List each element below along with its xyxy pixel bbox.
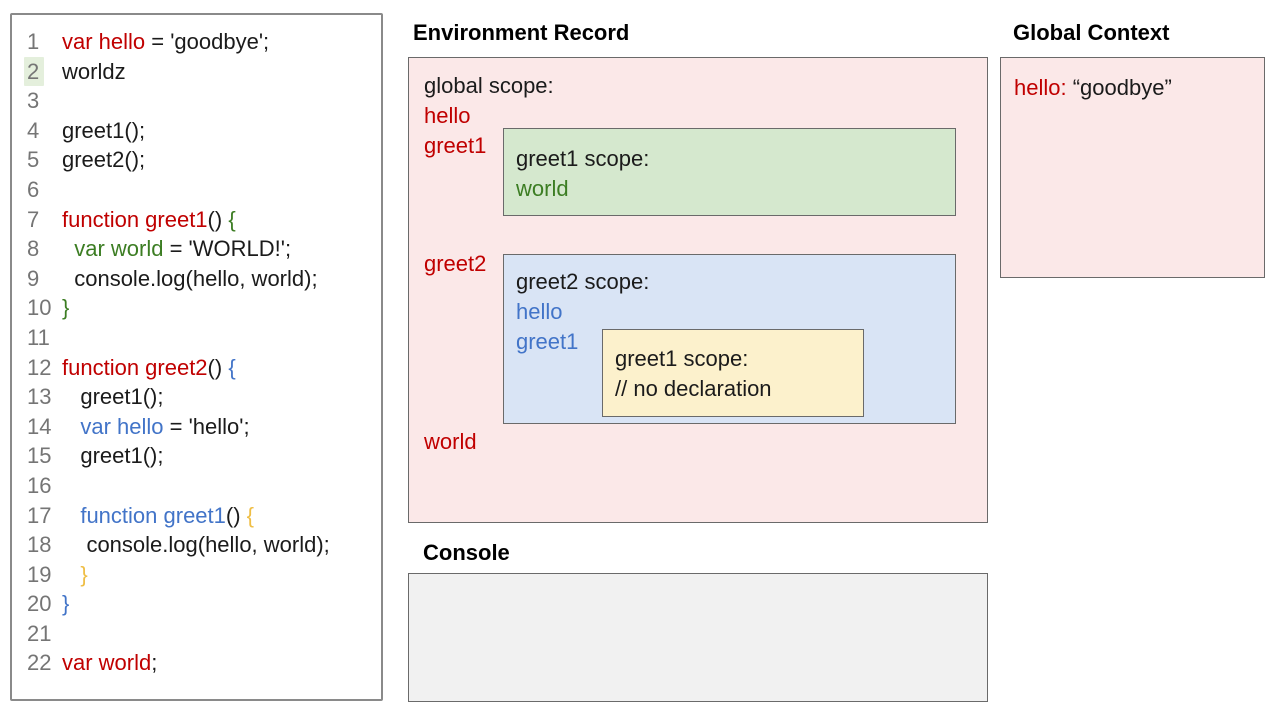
line-number: 1 (27, 29, 40, 54)
code-line: 10} (12, 293, 381, 323)
code-text: greet1(); (62, 117, 146, 143)
greet2-scope-var-greet1: greet1 (516, 329, 579, 354)
line-number: 7 (27, 206, 40, 232)
code-line: 4 greet1(); (12, 116, 381, 146)
greet2-scope-var-hello: hello (516, 299, 563, 324)
line-number: 14 (27, 413, 52, 439)
code-line: 18 console.log(hello, world); (12, 530, 381, 560)
console-output-box (408, 573, 988, 702)
code-text: var hello = 'hello'; (62, 413, 250, 439)
code-line: 11 (12, 323, 381, 353)
code-line: 19 } (12, 560, 381, 590)
greet1-scope-var-world: world (516, 176, 569, 201)
nested-greet1-scope-comment: // no declaration (615, 376, 772, 401)
code-line: 9 console.log(hello, world); (12, 264, 381, 294)
code-text: } (62, 591, 70, 617)
global-context-heading: Global Context (1013, 20, 1170, 45)
line-number: 2 (24, 56, 62, 87)
global-var-greet2: greet2 (424, 251, 487, 276)
code-text: greet2(); (62, 147, 146, 173)
line-number: 6 (27, 176, 40, 202)
line-number: 10 (27, 295, 52, 321)
line-number: 4 (27, 117, 40, 143)
code-line: 21 (12, 619, 381, 649)
code-line: 6 (12, 175, 381, 205)
code-line: 13 greet1(); (12, 382, 381, 412)
line-number: 19 (27, 561, 52, 587)
code-text: var hello = 'goodbye'; (62, 29, 270, 54)
code-text: var world = 'WORLD!'; (62, 236, 292, 262)
global-var-hello: hello (424, 103, 471, 128)
nested-greet1-scope-title: greet1 scope: (615, 346, 749, 371)
line-number: 15 (27, 443, 52, 469)
greet2-scope-box: greet2 scope: hello greet1 greet1 scope:… (503, 254, 956, 424)
line-number: 13 (27, 384, 52, 410)
code-line: 17 function greet1() { (12, 501, 381, 531)
code-line: 1 var hello = 'goodbye'; (12, 27, 381, 57)
console-heading: Console (423, 540, 510, 565)
code-line: 14 var hello = 'hello'; (12, 412, 381, 442)
nested-greet1-scope-box: greet1 scope: // no declaration (602, 329, 864, 417)
global-var-greet1: greet1 (424, 133, 487, 158)
line-number: 5 (27, 147, 40, 173)
environment-record-heading: Environment Record (413, 20, 630, 45)
line-number: 18 (27, 532, 52, 558)
code-text: console.log(hello, world); (62, 532, 330, 558)
line-number: 9 (27, 265, 40, 291)
code-text: function greet2() { (62, 354, 236, 380)
line-number: 11 (27, 324, 50, 350)
code-line: 16 (12, 471, 381, 501)
code-text: var world; (62, 650, 158, 676)
greet2-scope-title: greet2 scope: (516, 269, 650, 294)
line-number: 22 (27, 650, 52, 676)
code-line: 7 function greet1() { (12, 205, 381, 235)
greet1-scope-box: greet1 scope: world (503, 128, 956, 216)
line-number: 12 (27, 354, 52, 380)
code-line: 3 (12, 86, 381, 116)
code-text: function greet1() { (62, 206, 236, 232)
global-var-world: world (424, 429, 477, 454)
code-text: greet1(); (62, 443, 164, 469)
code-text: function greet1() { (62, 502, 255, 528)
global-context-entry-value: “goodbye” (1066, 75, 1172, 100)
line-number: 17 (27, 502, 52, 528)
line-number: 16 (27, 472, 52, 498)
code-line: 15 greet1(); (12, 441, 381, 471)
global-scope-label: global scope: (424, 73, 554, 98)
code-line: 8 var world = 'WORLD!'; (12, 234, 381, 264)
code-line: 5 greet2(); (12, 145, 381, 175)
code-line: 22 var world; (12, 648, 381, 678)
code-line: 12 function greet2() { (12, 353, 381, 383)
code-text: } (62, 295, 70, 321)
code-line: 20} (12, 589, 381, 619)
global-context-entry: hello: “goodbye” (1014, 75, 1172, 101)
line-number: 8 (27, 236, 40, 262)
global-context-entry-name: hello: (1014, 75, 1067, 100)
line-number: 3 (27, 88, 40, 114)
greet1-scope-title: greet1 scope: (516, 146, 650, 171)
code-text: console.log(hello, world); (62, 265, 318, 291)
code-text: worldz (62, 58, 126, 84)
code-text: } (62, 561, 88, 587)
line-number: 20 (27, 591, 52, 617)
global-context-box: hello: “goodbye” (1000, 57, 1265, 278)
environment-record-box: global scope: hello greet1 greet1 scope:… (408, 57, 988, 523)
line-number: 21 (27, 620, 52, 646)
code-text: greet1(); (62, 384, 164, 410)
